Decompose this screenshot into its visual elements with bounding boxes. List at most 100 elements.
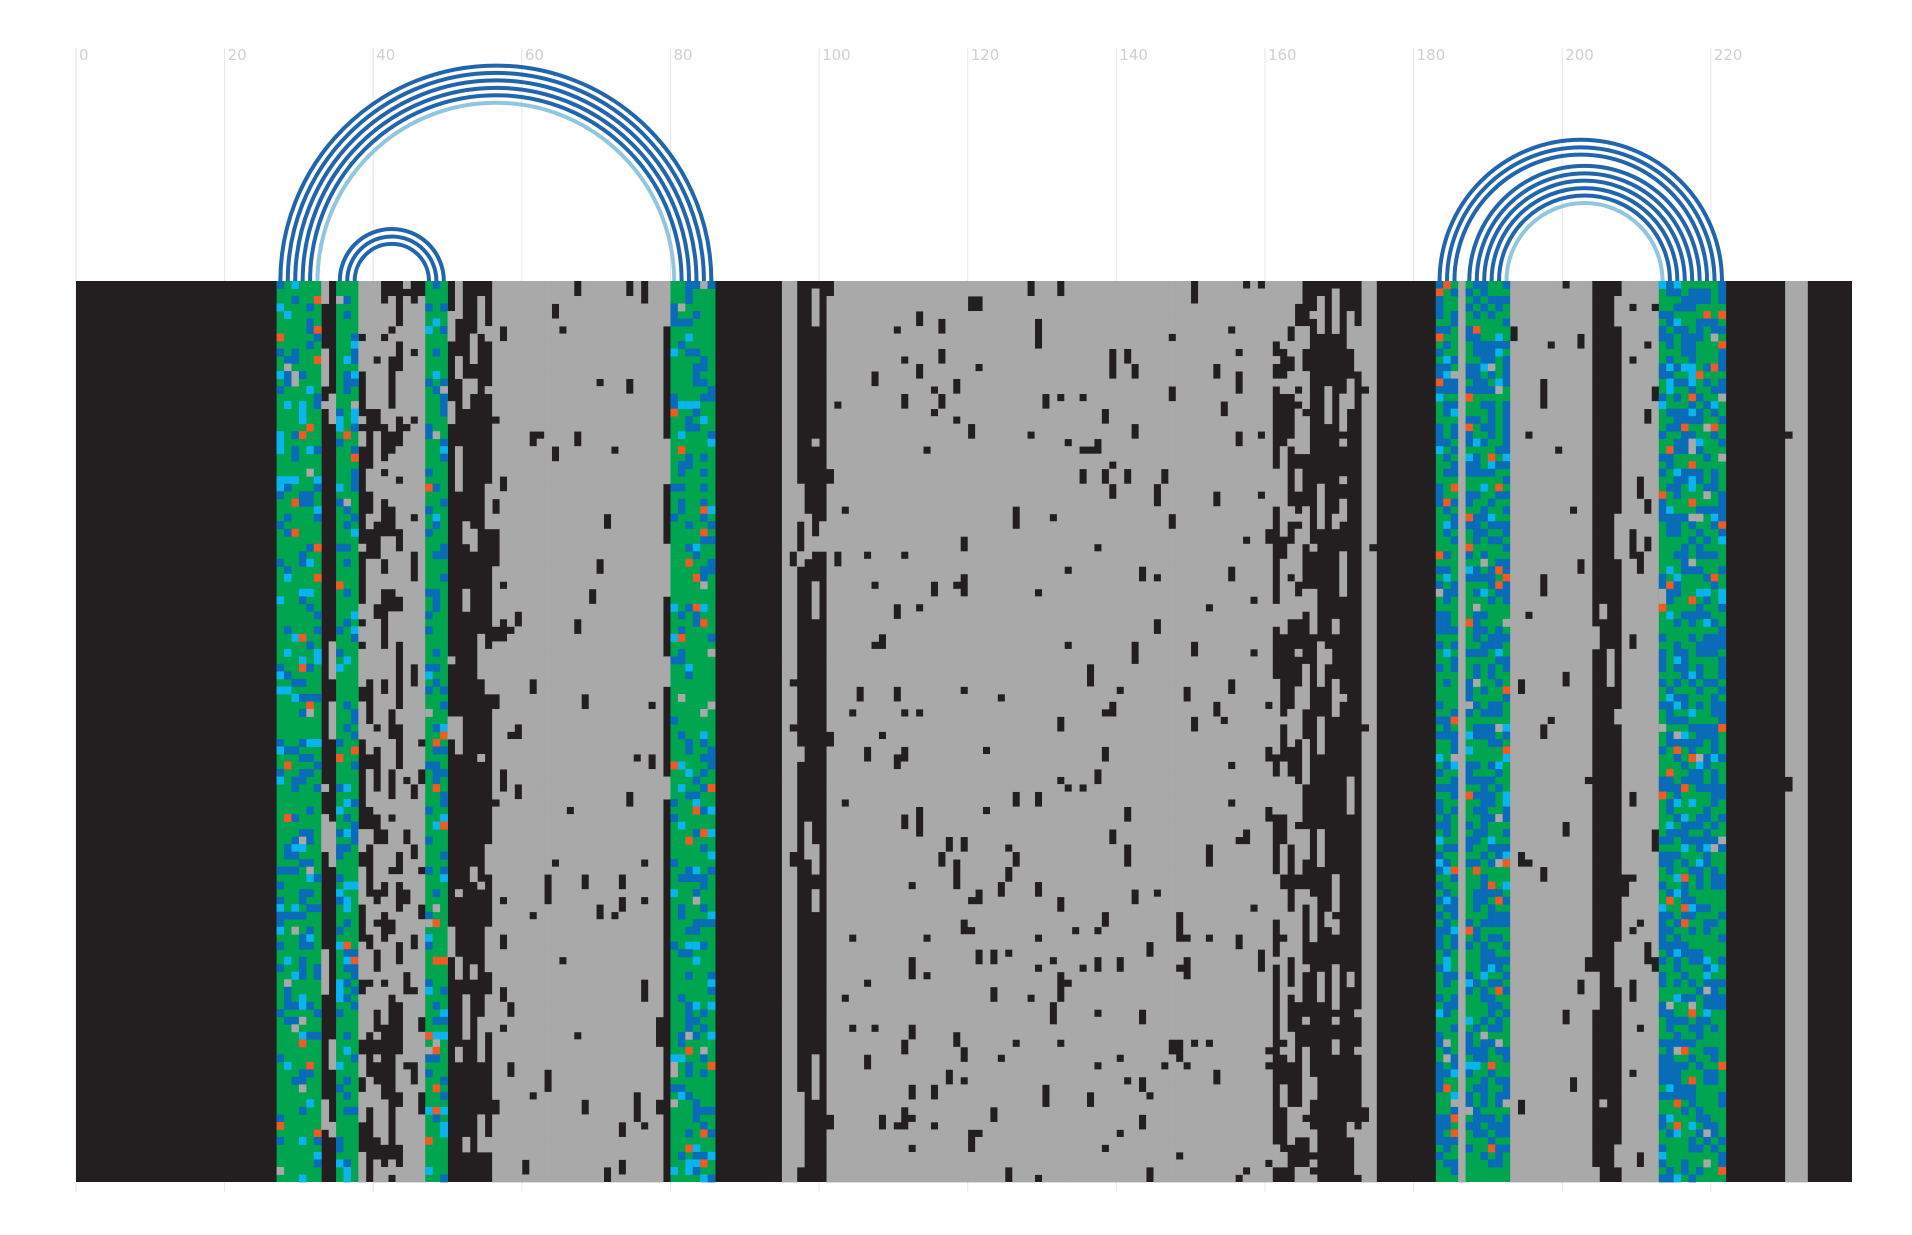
alignment-cell [1488,454,1496,462]
gap-cell [492,596,500,619]
gap-cell [908,1039,916,1054]
gap-cell [1101,807,1109,830]
gap-cell [604,822,612,837]
gap-cell [358,1107,366,1122]
gap-cell [1510,1084,1518,1129]
gap-cell [1146,664,1154,679]
gap-cell [782,694,790,717]
gap-cell [812,889,820,912]
gap-cell [1027,446,1035,461]
gap-cell [1087,694,1095,717]
alignment-cell [299,499,307,507]
gap-cell [552,461,560,499]
gap-cell [1570,619,1578,664]
gap-cell [544,649,552,679]
gap-cell [841,664,849,679]
gap-cell [633,1047,641,1077]
gap-cell [1235,1054,1243,1062]
gap-cell [1042,777,1050,807]
alignment-cell [670,942,678,950]
gap-cell [1012,529,1020,537]
gap-cell [1161,1099,1169,1144]
alignment-cell [1480,559,1488,567]
gap-cell [1049,1137,1057,1152]
gap-cell [1094,829,1102,852]
gap-cell [827,807,835,822]
gap-cell [596,296,604,326]
gap-cell [500,379,508,394]
gap-cell [626,686,634,701]
gap-cell [983,319,991,357]
gap-cell [983,701,991,739]
gap-cell [618,506,626,521]
gap-cell [552,619,560,627]
gap-cell [1250,544,1258,552]
gap-cell [1250,506,1258,544]
gap-cell [871,589,879,634]
gap-cell [1272,356,1280,364]
gap-cell [1540,1047,1548,1062]
gap-cell [1168,822,1176,867]
gap-cell [566,469,574,507]
gap-cell [879,334,887,379]
alignment-cell [277,281,285,289]
gap-cell [373,364,381,409]
alignment-cell [344,829,352,837]
gap-cell [1109,386,1117,431]
gap-cell [1518,656,1526,679]
gap-cell [1079,566,1087,581]
gap-cell [1042,1107,1050,1152]
gap-cell [1087,1159,1095,1182]
alignment-cell [1436,1084,1444,1092]
gap-cell [611,551,619,581]
gap-cell [529,882,537,890]
alignment-cell [700,364,708,372]
gap-cell [1012,904,1020,949]
alignment-cell [1488,521,1496,529]
gap-cell [953,987,961,1032]
gap-cell [1213,604,1221,642]
gap-cell [1109,1137,1117,1160]
gap-cell [1072,341,1080,356]
gap-cell [789,409,797,439]
gap-cell [1555,814,1563,829]
gap-cell [641,799,649,844]
gap-cell [1206,867,1214,875]
gap-cell [1265,709,1273,747]
gap-cell [1072,1107,1080,1130]
gap-cell [953,484,961,529]
alignment-cell [1488,356,1496,364]
gap-cell [589,1099,597,1122]
gap-cell [1049,897,1057,927]
alignment-cell [299,551,307,559]
gap-cell [1213,964,1221,979]
alignment-cell [306,769,314,777]
gap-cell [945,889,953,897]
gap-cell [373,1084,381,1114]
alignment-cell [284,649,292,657]
gap-cell [596,762,604,800]
alignment-cell [277,521,285,529]
gap-cell [552,379,560,409]
gap-cell [544,341,552,371]
gap-cell [648,792,656,807]
alignment-cell [678,874,686,882]
gap-cell [1369,957,1377,987]
gap-cell [1532,859,1540,867]
gap-cell [559,634,567,657]
gap-cell [1035,754,1043,792]
gap-cell [500,889,508,897]
gap-cell [789,589,797,634]
gap-cell [1049,716,1057,731]
gap-cell [1206,559,1214,574]
gap-cell [789,356,797,379]
gap-cell [931,1099,939,1122]
gap-cell [1042,596,1050,611]
gap-cell [559,852,567,860]
alignment-cell [1488,574,1496,582]
gap-cell [604,409,612,447]
alignment-cell [425,987,433,995]
alignment-cell [1473,701,1481,709]
alignment-cell [440,401,448,409]
gap-cell [983,1167,991,1175]
